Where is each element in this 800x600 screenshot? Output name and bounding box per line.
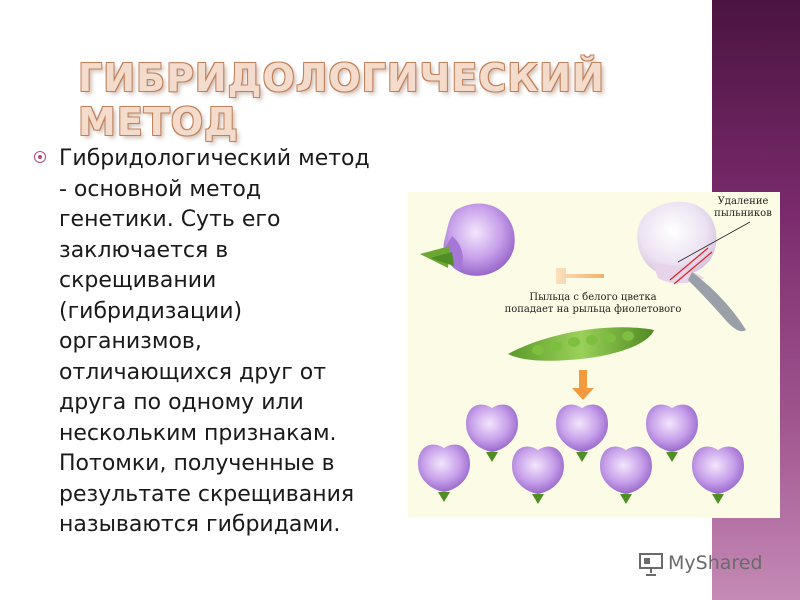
presentation-board-icon xyxy=(639,553,663,576)
watermark: MyShared xyxy=(638,548,778,578)
watermark-text: MyShared xyxy=(668,552,763,574)
label-pollen-line2: попадает на рыльца фиолетового xyxy=(504,304,682,315)
pea-pod xyxy=(508,327,654,361)
hybridization-figure: Удаление пыльников Пыльца с белого цветк… xyxy=(408,192,780,518)
circle-bullet-icon xyxy=(34,151,46,163)
bullet-text: Гибридологический метод - основной метод… xyxy=(59,146,370,537)
offspring-flowers xyxy=(418,404,744,504)
label-pollen-line1: Пыльца с белого цветка xyxy=(529,292,657,303)
label-pollen-transfer: Пыльца с белого цветка попадает на рыльц… xyxy=(478,292,708,316)
pollen-transfer-arrow xyxy=(556,268,604,284)
down-arrow xyxy=(572,370,594,400)
violet-flower xyxy=(420,203,515,276)
slide-title: ГИБРИДОЛОГИЧЕСКИЙ МЕТОД xyxy=(78,56,605,144)
label-anther-removal-line2: пыльников xyxy=(714,208,772,219)
figure-illustration xyxy=(418,201,751,504)
white-flower xyxy=(637,201,751,332)
label-anther-removal-line1: Удаление xyxy=(717,196,769,207)
label-anther-removal: Удаление пыльников xyxy=(708,196,778,220)
